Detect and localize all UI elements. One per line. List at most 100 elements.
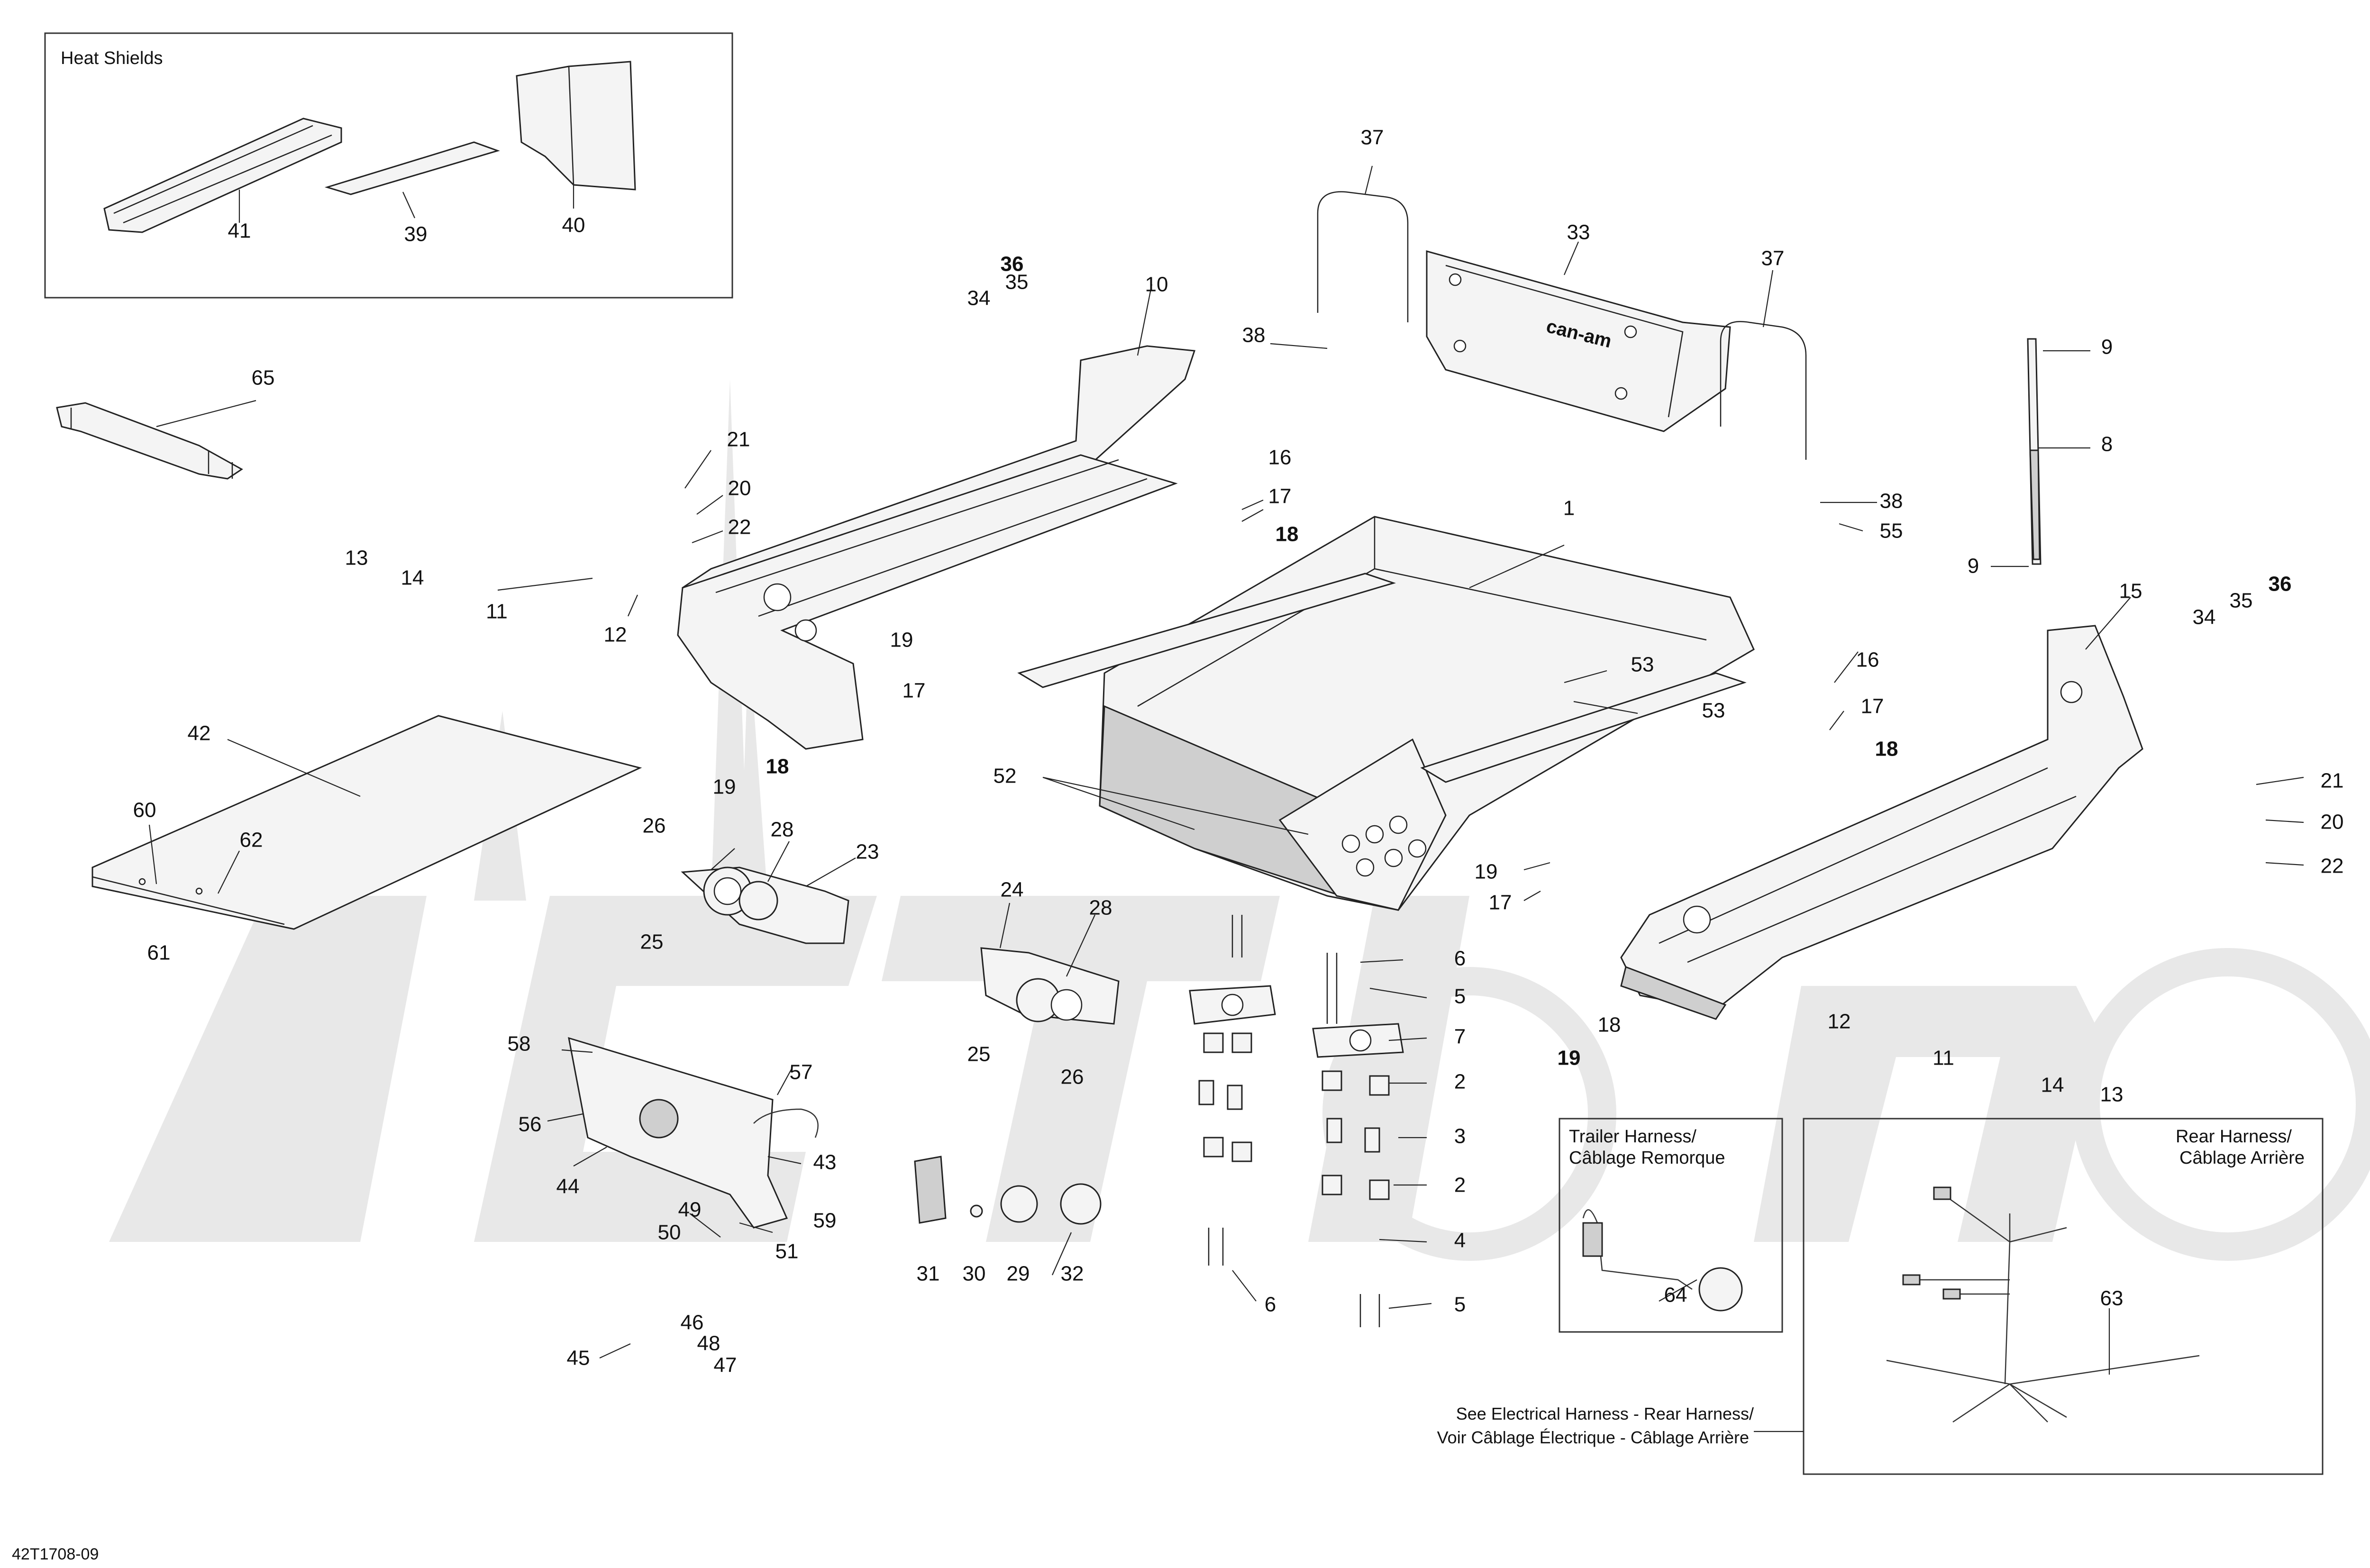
watermark: [109, 379, 2370, 1261]
callout-14a: 14: [401, 566, 424, 590]
callout-18b: 18: [766, 755, 789, 778]
callout-15: 15: [2119, 580, 2142, 603]
callout-3: 3: [1454, 1125, 1466, 1148]
heat-shields-box: Heat Shields: [44, 32, 733, 299]
trailer-harness-box: Trailer Harness/ Câblage Remorque: [1559, 1118, 1783, 1333]
callout-42: 42: [188, 722, 211, 745]
callout-29: 29: [1007, 1262, 1030, 1285]
callout-62: 62: [240, 829, 263, 852]
callout-40: 40: [562, 214, 585, 237]
trailer-harness-title-1: Trailer Harness/: [1569, 1127, 1696, 1147]
callout-8: 8: [2101, 433, 2113, 456]
trailer-harness-title-2: Câblage Remorque: [1569, 1148, 1725, 1168]
callout-55: 55: [1880, 520, 1903, 543]
callout-9b: 9: [1968, 555, 1979, 578]
callout-45: 45: [567, 1347, 590, 1370]
callout-37b: 37: [1761, 247, 1785, 270]
callout-26b: 26: [1061, 1066, 1084, 1089]
callout-37a: 37: [1361, 126, 1384, 149]
note-line-2: Voir Câblage Électrique - Câblage Arrièr…: [1437, 1428, 1749, 1447]
callout-17d: 17: [1489, 891, 1512, 914]
callout-34a: 34: [967, 287, 991, 310]
callout-41: 41: [228, 219, 251, 243]
callout-50: 50: [658, 1221, 681, 1244]
callout-6a: 6: [1454, 947, 1466, 970]
callout-22b: 22: [2321, 855, 2344, 878]
callout-2a: 2: [1454, 1070, 1466, 1094]
callout-48: 48: [697, 1332, 720, 1355]
diagram-code: 42T1708-09: [12, 1545, 99, 1563]
right-side-rail: [1620, 625, 2143, 1020]
callout-20a: 20: [728, 477, 751, 500]
callout-64: 64: [1664, 1284, 1687, 1307]
callout-63: 63: [2100, 1287, 2124, 1310]
callout-22a: 22: [728, 516, 751, 539]
heat-shield-39: [324, 141, 500, 195]
callout-25a: 25: [640, 930, 664, 954]
left-side-rail: [677, 345, 1196, 750]
callout-13a: 13: [345, 547, 368, 570]
callout-24: 24: [1001, 878, 1024, 902]
callout-61: 61: [147, 941, 171, 965]
callout-18d: 18: [1598, 1013, 1621, 1037]
callout-58: 58: [508, 1032, 531, 1056]
heat-shield-41: [103, 118, 342, 233]
callout-16b: 16: [1856, 648, 1879, 672]
callout-6b: 6: [1265, 1293, 1276, 1316]
callout-17c: 17: [1861, 695, 1884, 718]
callout-35a: 35: [1005, 271, 1029, 294]
callout-19d: 19: [1558, 1047, 1581, 1070]
callout-25b: 25: [967, 1043, 991, 1066]
callout-21b: 21: [2321, 769, 2344, 793]
callout-14b: 14: [2041, 1074, 2064, 1097]
hardware-cluster: [1189, 915, 1404, 1327]
callout-19b: 19: [713, 775, 736, 799]
callout-28a: 28: [771, 818, 794, 841]
callout-33: 33: [1567, 221, 1590, 244]
callout-19a: 19: [890, 629, 913, 652]
main-cargo-tub: [1017, 516, 1755, 911]
rear-harness-box: Rear Harness/ Câblage Arrière: [1803, 1118, 2324, 1475]
tailgate-assembly: can-am: [1317, 191, 1807, 460]
callout-32: 32: [1061, 1262, 1084, 1285]
callout-leaders: [148, 165, 2304, 1375]
callout-43: 43: [813, 1151, 837, 1174]
note-line-1: See Electrical Harness - Rear Harness/: [1456, 1404, 1754, 1423]
heat-shield-40: [516, 61, 636, 191]
callout-30: 30: [963, 1262, 986, 1285]
callout-20b: 20: [2321, 811, 2344, 834]
callout-57: 57: [790, 1061, 813, 1084]
callout-12a: 12: [604, 623, 627, 647]
callout-19c: 19: [1475, 860, 1498, 884]
callout-9a: 9: [2101, 336, 2113, 359]
harness-note: See Electrical Harness - Rear Harness/ V…: [1437, 1404, 1804, 1447]
right-light-bracket: [980, 947, 1120, 1025]
callout-17a: 17: [1268, 485, 1292, 508]
callout-23: 23: [856, 840, 879, 864]
callout-44: 44: [556, 1175, 580, 1198]
callout-5b: 5: [1454, 1293, 1466, 1316]
callout-4: 4: [1454, 1229, 1466, 1252]
callout-59: 59: [813, 1209, 837, 1232]
callout-36a: 36: [1001, 253, 1024, 276]
callout-38b: 38: [1880, 490, 1903, 513]
callout-51: 51: [775, 1240, 799, 1263]
callout-31: 31: [917, 1262, 940, 1285]
callout-labels: 41 39 40 65 37 33 37 38 38 55 9 8 9 34 3…: [133, 126, 2344, 1377]
heat-shields-title: Heat Shields: [61, 48, 163, 68]
callout-60: 60: [133, 799, 156, 822]
callout-34b: 34: [2193, 606, 2216, 629]
callout-46: 46: [681, 1311, 704, 1334]
callout-5a: 5: [1454, 985, 1466, 1008]
callout-56: 56: [519, 1113, 542, 1136]
callout-18c: 18: [1875, 738, 1898, 761]
callout-26a: 26: [643, 814, 666, 838]
small-parts-row: [914, 1156, 1102, 1225]
callout-17b: 17: [902, 679, 926, 702]
callout-35b: 35: [2230, 589, 2253, 612]
callout-53b: 53: [1702, 699, 1725, 722]
rear-harness-title-2: Câblage Arrière: [2179, 1148, 2305, 1168]
callout-28b: 28: [1089, 896, 1112, 920]
callout-10: 10: [1145, 273, 1168, 296]
callout-38a: 38: [1242, 324, 1266, 347]
